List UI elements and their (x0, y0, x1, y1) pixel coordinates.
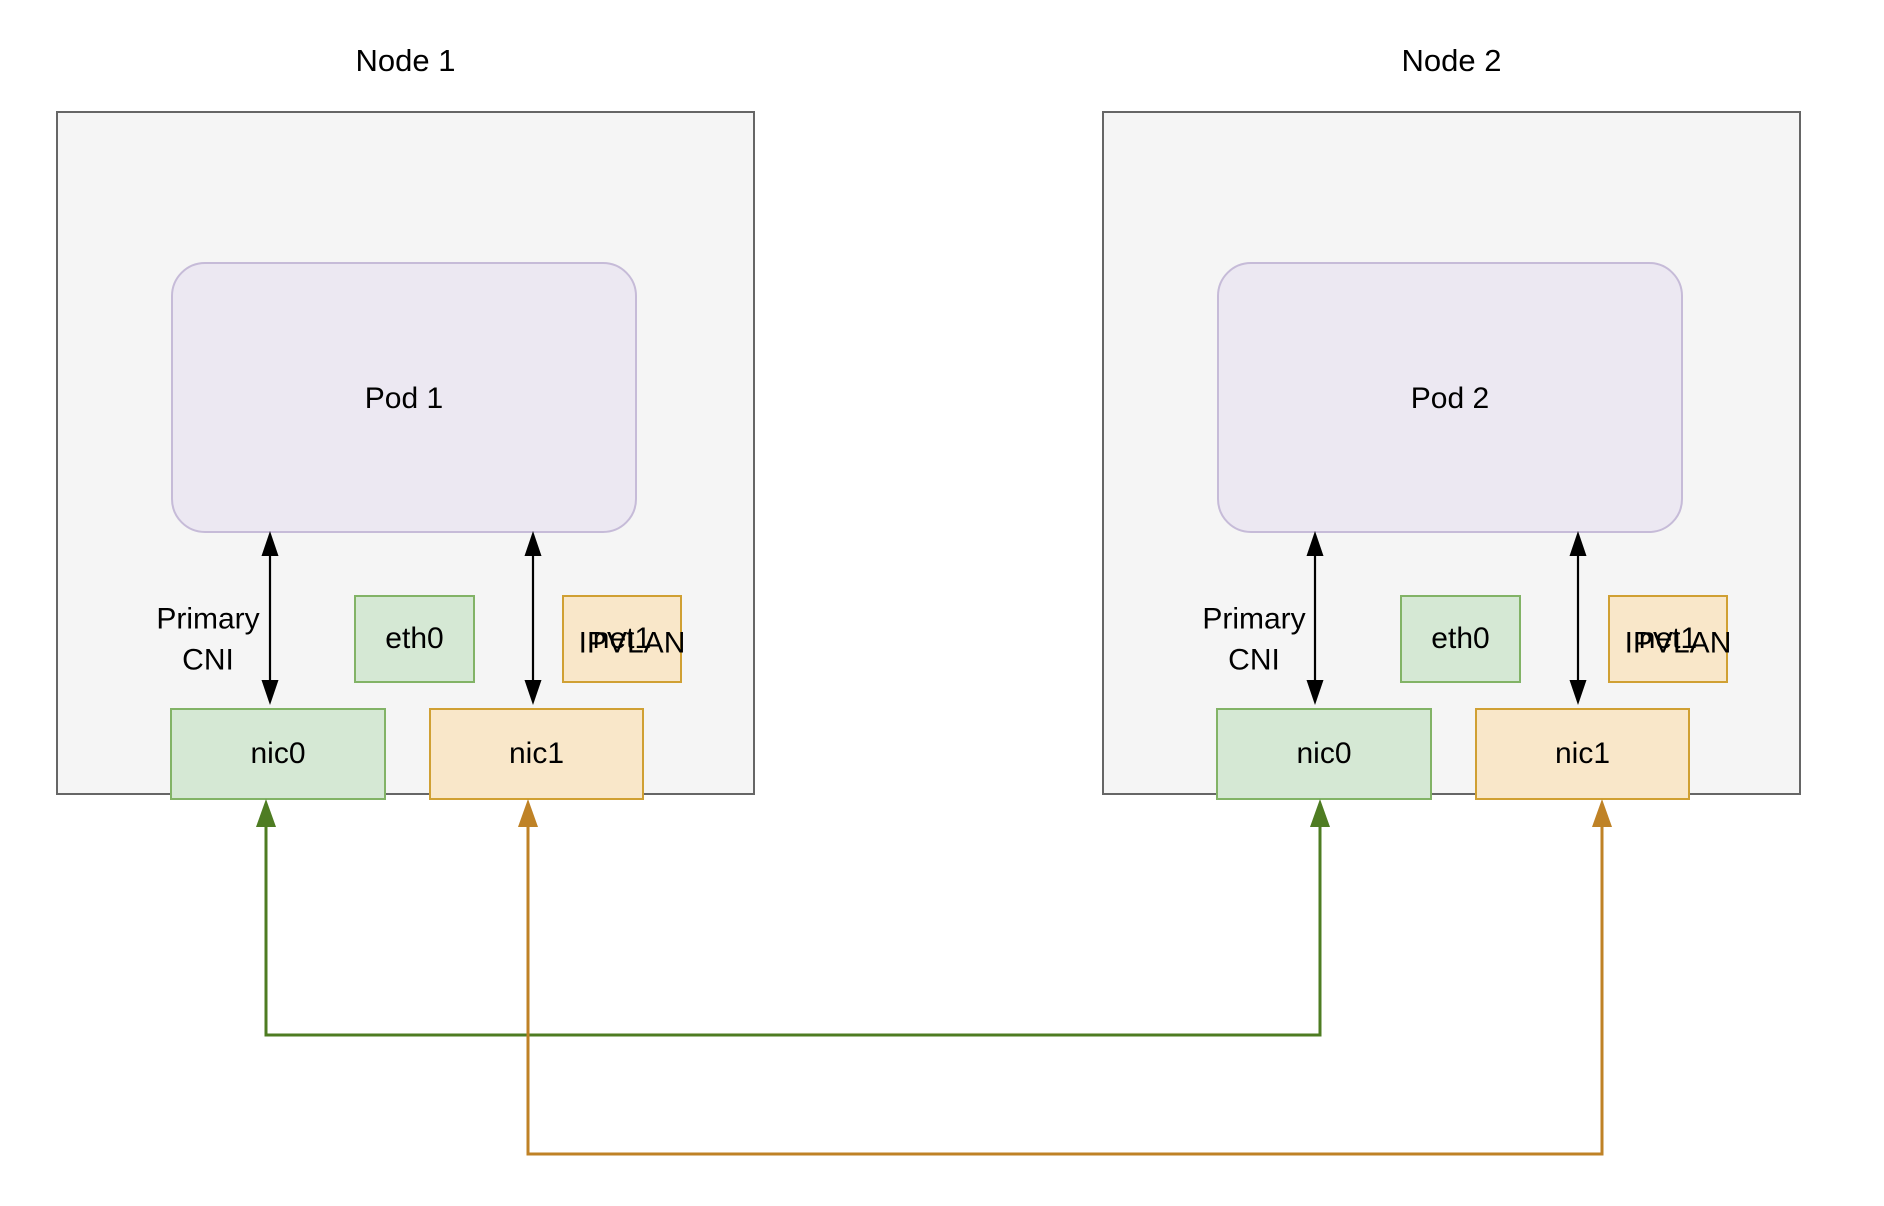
node-1-net1-interface: net1 (562, 595, 682, 683)
node-2-net1-interface: net1 (1608, 595, 1728, 683)
node-2-nic0: nic0 (1216, 708, 1432, 800)
node-1-title: Node 1 (355, 43, 456, 78)
node-1-nic0: nic0 (170, 708, 386, 800)
pod-1: Pod 1 eth0 net1 (171, 262, 682, 683)
node-1-box: Pod 1 eth0 net1 nic0 nic1 Primary CNI IP… (56, 111, 755, 800)
node-1-eth0-interface: eth0 (354, 595, 475, 683)
node-2: Node 2 Pod 2 eth0 net1 nic0 nic1 Primary… (1102, 43, 1801, 800)
node-1: Node 1 Pod 1 eth0 net1 nic0 nic1 Primary… (56, 43, 755, 800)
node-1-nic1: nic1 (429, 708, 644, 800)
node-1-ipvlan-label: IPVLAN (578, 626, 686, 660)
nic1-cross-node-link (518, 799, 1612, 1156)
node-2-ipvlan-label: IPVLAN (1624, 626, 1732, 660)
nic0-cross-node-link (256, 799, 1330, 1037)
pod-2: Pod 2 eth0 net1 (1217, 262, 1728, 683)
node-2-title: Node 2 (1401, 43, 1502, 78)
node-2-box: Pod 2 eth0 net1 nic0 nic1 Primary CNI IP… (1102, 111, 1801, 800)
node-1-primary-cni-label: Primary CNI (156, 602, 260, 677)
node-2-nic1: nic1 (1475, 708, 1690, 800)
pod-1-title: Pod 1 (364, 382, 444, 415)
node-2-primary-cni-label: Primary CNI (1202, 602, 1306, 677)
pod-2-title: Pod 2 (1410, 382, 1490, 415)
node-2-eth0-interface: eth0 (1400, 595, 1521, 683)
